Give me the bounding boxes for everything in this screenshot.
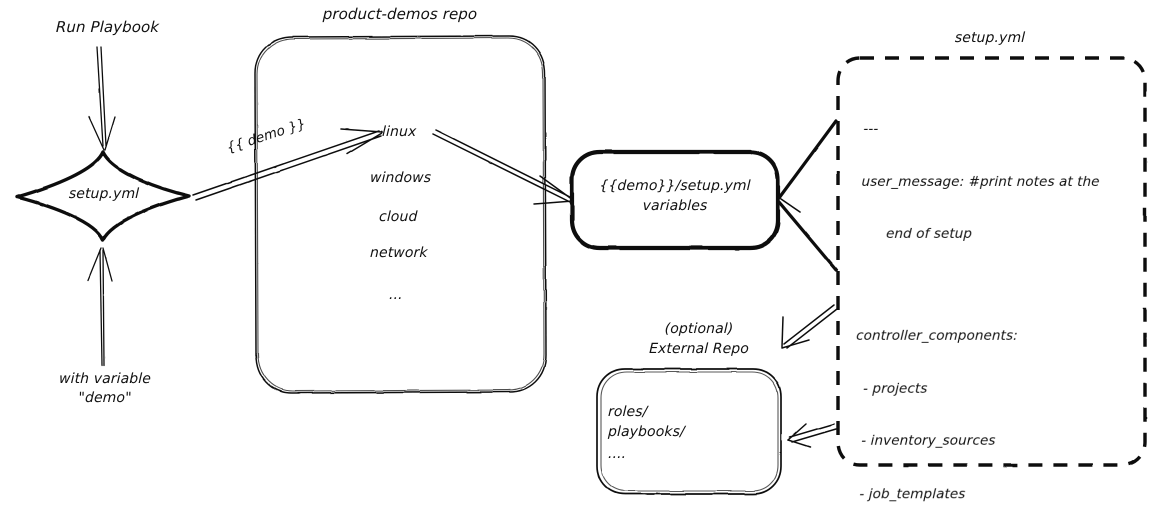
external-repo-title-line1: (optional) [664, 321, 734, 337]
repo-item-linux: linux [381, 124, 417, 140]
arrow-job-templates-to-external-repo [787, 423, 837, 448]
setup-yml-line: - inventory_sources [852, 433, 996, 450]
setup-yml-line: --- [863, 121, 879, 138]
setup-yml-line: controller_components: [855, 328, 1019, 345]
vars-box-line1: {{demo}}/setup.yml [599, 178, 751, 194]
product-demos-repo-title: product-demos repo [322, 5, 478, 23]
setup-yml-line: - projects [854, 380, 928, 397]
setup-yml-line: user_message: #print notes at the [861, 173, 1100, 190]
external-repo-title-line2: External Repo [648, 341, 750, 357]
repo-item-network: network [369, 245, 428, 261]
setup-yml-content: --- user_message: #print notes at the en… [831, 86, 1151, 505]
arrow-projects-to-external-repo [781, 304, 838, 349]
arrow-linux-to-vars [432, 129, 574, 205]
with-variable-label-line2: "demo" [78, 390, 132, 406]
external-repo-item-ellipsis: .... [607, 446, 627, 462]
arrow-with-variable [87, 247, 113, 366]
arrow-setupyml-to-vars [777, 119, 838, 272]
with-variable-label-line1: with variable [58, 371, 152, 387]
arrow-demo-to-linux [192, 128, 383, 201]
setup-yml-line: end of setup [859, 226, 973, 243]
setup-yml-box-title: setup.yml [954, 30, 1026, 46]
setup-yml-line [858, 279, 1151, 293]
external-repo-item-roles: roles/ [607, 404, 648, 420]
setup-yml-diamond-label: setup.yml [68, 186, 140, 202]
edge-label-demo: {{ demo }} [225, 115, 308, 157]
repo-item-windows: windows [369, 170, 432, 186]
repo-item-ellipsis: ... [388, 287, 403, 303]
external-repo-item-playbooks: playbooks/ [607, 424, 686, 440]
repo-item-cloud: cloud [378, 209, 418, 225]
setup-yml-line: - job_templates [850, 486, 966, 503]
arrow-run-playbook [88, 46, 116, 151]
run-playbook-label: Run Playbook [55, 18, 160, 36]
vars-box-line2: variables [642, 198, 708, 214]
